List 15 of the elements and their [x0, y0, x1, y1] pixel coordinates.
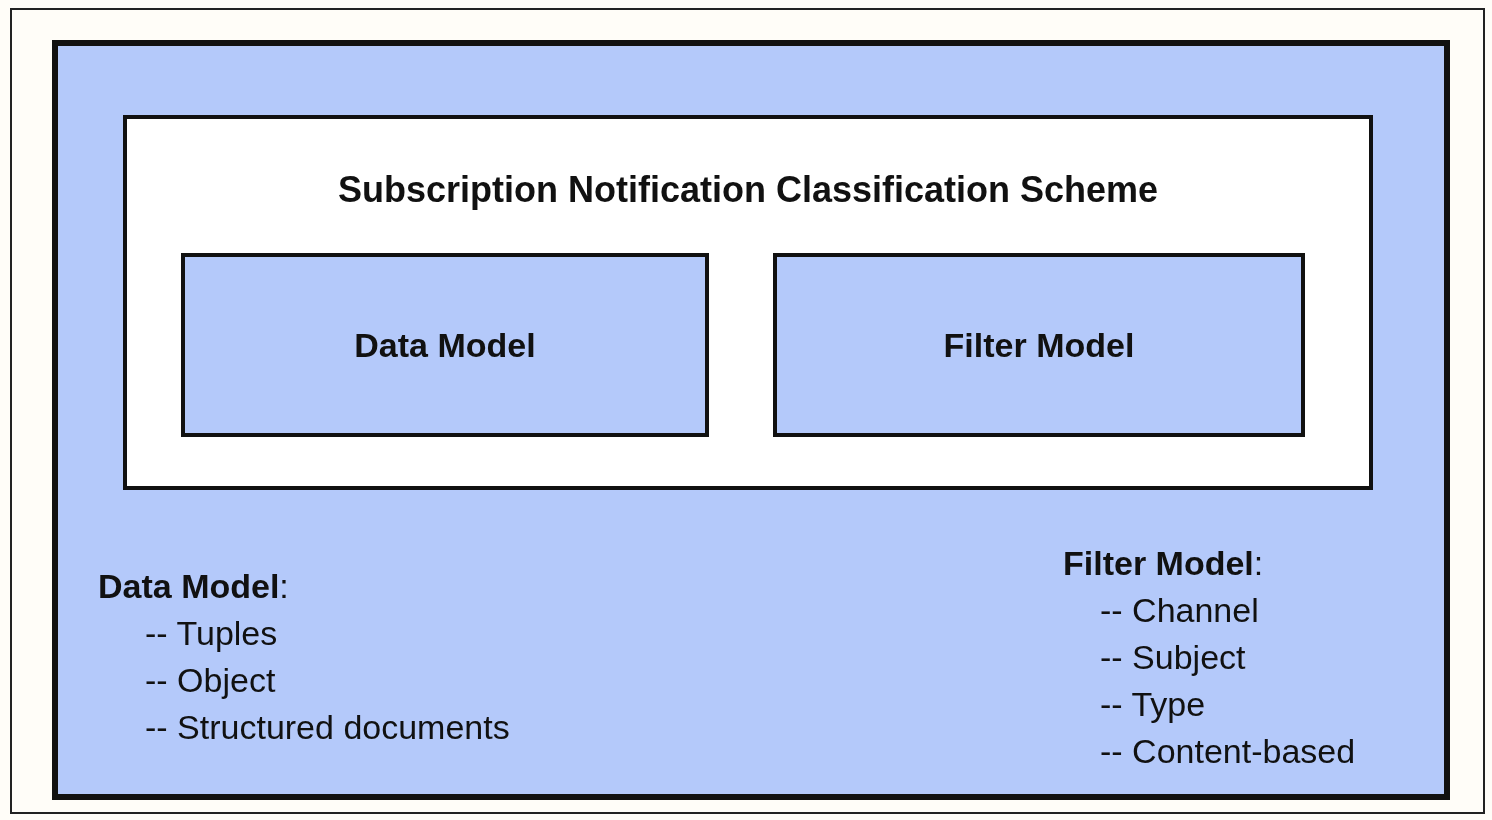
list-item: -- Content-based [1100, 731, 1356, 772]
model-box [773, 253, 1305, 437]
panel-title: Subscription Notification Classification Scheme [336, 169, 1160, 211]
box-label: Filter Model [942, 325, 1136, 365]
list-item: -- Structured documents [145, 707, 510, 748]
box-label: Data Model [353, 325, 537, 365]
list-item: -- Type [1100, 684, 1206, 725]
list-item: -- Tuples [145, 613, 278, 654]
scheme-panel [123, 115, 1373, 490]
model-box [181, 253, 709, 437]
list-item: -- Subject [1100, 637, 1246, 678]
list-item: -- Object [145, 660, 276, 701]
list-heading: Filter Model: [1063, 543, 1264, 584]
list-heading: Data Model: [98, 566, 289, 607]
list-item: -- Channel [1100, 590, 1259, 631]
